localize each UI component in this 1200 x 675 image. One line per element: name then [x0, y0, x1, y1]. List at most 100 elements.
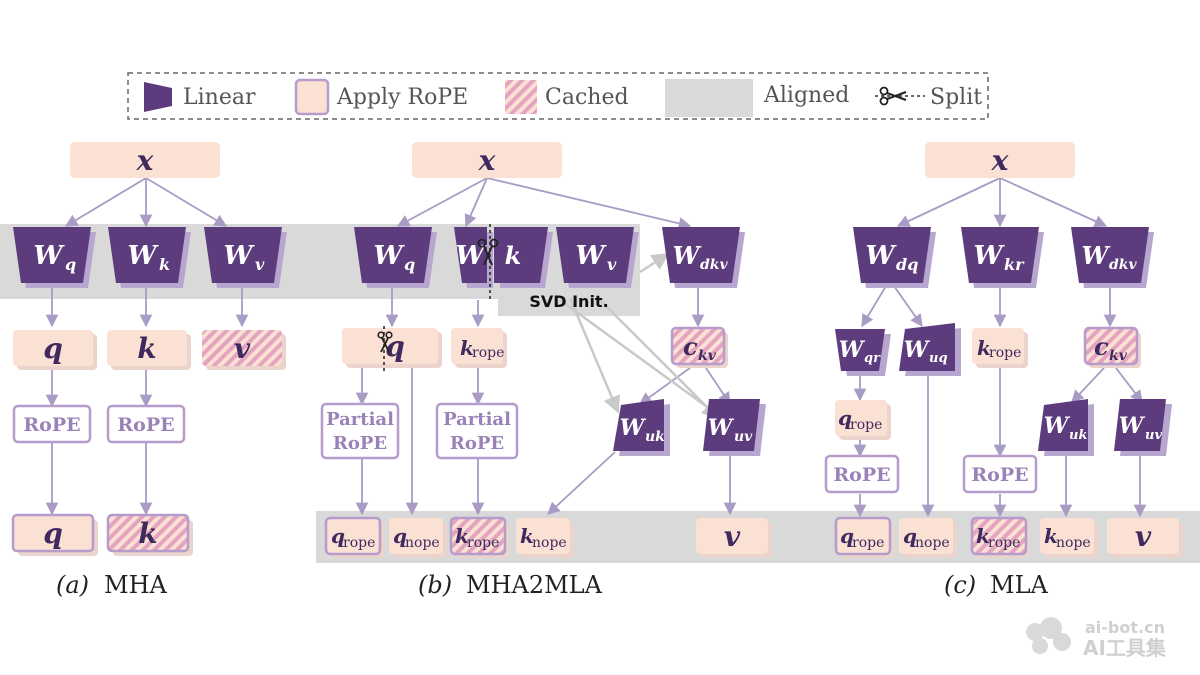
mla-wqr-w: W [839, 337, 866, 363]
mha2mla-wk-sub: k [505, 241, 522, 270]
mha-x-label: x [136, 144, 154, 177]
mha-q-label: q [43, 332, 63, 365]
mha2mla-caption: MHA2MLA [466, 571, 603, 599]
mha2mla-knope-out [516, 518, 570, 554]
mla-rope-k-label: RoPE [971, 464, 1028, 486]
mha-rope-k [106, 404, 186, 444]
mla-krope-k: k [977, 336, 991, 360]
mha2mla-krope-sub: rope [472, 345, 504, 361]
legend-aligned-label: Aligned [763, 83, 849, 108]
mla-wdkv-linear: W dkv [1071, 227, 1154, 288]
mla-wuv-linear: W uv [1114, 399, 1172, 456]
scissors-icon [875, 86, 925, 106]
mha2mla-input-x [412, 142, 562, 178]
mha2mla-prope1-a: Partial [326, 409, 394, 430]
mha2mla-knope-k: k [520, 524, 534, 548]
watermark: ai-bot.cn AI工具集 [1026, 617, 1167, 660]
mla-caption: MLA [990, 571, 1049, 599]
mla-wuv-sub: uv [1145, 428, 1162, 443]
mla-qrope-out-q: q [840, 524, 854, 548]
mla-krope-box [972, 328, 1024, 364]
mla-qnope-out [899, 518, 953, 554]
mha2mla-x-label: x [478, 144, 496, 177]
mla-caption-letter: (c) [944, 571, 976, 599]
mha2mla-ckv-sub: kv [698, 348, 717, 364]
watermark-line1: ai-bot.cn [1085, 618, 1165, 637]
legend-rope-label: Apply RoPE [336, 85, 468, 110]
mla-knope-out [1040, 518, 1094, 554]
scissors-icon [377, 331, 393, 353]
mha2mla-caption-letter: (b) [418, 571, 452, 599]
mha-wv-sub: v [255, 255, 265, 274]
linear-legend-swatch [144, 82, 172, 112]
mha-k-out-cached [106, 513, 190, 553]
mha-wv-w: W [223, 241, 255, 271]
mha-rope-q-label: RoPE [23, 414, 80, 436]
mha2mla-prope2-b: RoPE [450, 433, 504, 454]
mla-wqr-linear: W qr [835, 329, 891, 376]
mla-panel: x W dq W kr W dkv W qr W [824, 142, 1183, 599]
mla-wuq-sub: uq [929, 351, 948, 366]
mha2mla-panel: x W q W k W v [320, 142, 772, 599]
legend: Linear Apply RoPE Cached Aligned Split [127, 72, 989, 120]
mha-v-box-cached [202, 330, 282, 366]
mha2mla-krope-out-cached [449, 516, 507, 556]
mla-ckv-cached [1083, 326, 1139, 366]
mha2mla-qnope-out [389, 518, 443, 554]
mha-wq-linear: W q [13, 227, 96, 288]
mha2mla-wdkv-sub: dkv [700, 257, 728, 273]
mha-k-out-label: k [138, 517, 157, 550]
mla-wuv-w: W [1119, 413, 1146, 439]
mla-ckv-c: c [1094, 332, 1109, 361]
mla-wuq-w: W [904, 337, 931, 363]
mha2mla-qrope-q: q [331, 524, 345, 548]
mla-v-out-label: v [1135, 520, 1152, 553]
legend-split-label: Split [930, 85, 982, 110]
mla-wuk-sub: uk [1069, 428, 1087, 443]
mla-rope-q-label: RoPE [833, 464, 890, 486]
mha2mla-ckv-c: c [683, 332, 698, 361]
mha2mla-qnope-q: q [393, 524, 407, 548]
mha2mla-v-out-label: v [724, 520, 741, 553]
mha2mla-wuk-w: W [620, 415, 647, 441]
mha2mla-wv-w: W [575, 241, 607, 271]
mha2mla-wuv-w: W [708, 415, 735, 441]
mha2mla-qrope-sub: rope [343, 535, 375, 551]
mha2mla-wuk-linear: W uk [613, 399, 670, 456]
mla-knope-out-k: k [1044, 524, 1058, 548]
mha2mla-krope-box [451, 328, 503, 364]
mla-wuk-w: W [1044, 413, 1071, 439]
svd-init-label: SVD Init. [529, 292, 608, 311]
mha-v-label: v [234, 332, 251, 365]
mla-wdq-sub: dq [896, 255, 918, 274]
mha-q-out-label: q [43, 517, 63, 550]
mha2mla-v-out [696, 518, 768, 554]
mla-v-out [1107, 518, 1179, 554]
mla-wqr-sub: qr [864, 351, 881, 366]
mha2mla-wq-w: W [373, 241, 405, 271]
mha-wk-w: W [127, 241, 159, 271]
mha2mla-partial-rope-q [320, 402, 400, 460]
mha2mla-wv-sub: v [607, 255, 617, 274]
mha2mla-wq-sub: q [404, 255, 415, 274]
mha-rope-k-label: RoPE [117, 414, 174, 436]
mha2mla-ckv-cached [670, 326, 726, 366]
mha-k-label: k [137, 332, 156, 365]
mha2mla-qrope-out [324, 516, 382, 556]
mla-rope-q [824, 454, 900, 494]
watermark-logo-icon [1026, 617, 1071, 654]
mha2mla-wuv-linear: W uv [703, 399, 766, 456]
mla-x-label: x [991, 144, 1009, 177]
cached-legend-swatch [505, 80, 537, 114]
mha-wv-linear: W v [204, 227, 287, 288]
mla-wuq-linear: W uq [899, 323, 961, 376]
legend-cached-label: Cached [545, 85, 629, 110]
mha2mla-partial-rope-k [435, 402, 519, 460]
mha-wk-linear: W k [108, 227, 191, 288]
legend-border [127, 72, 989, 120]
mha2mla-wdkv-w: W [673, 241, 702, 270]
mha-caption-letter: (a) [56, 571, 89, 599]
mla-wdkv-sub: dkv [1109, 257, 1137, 273]
mla-qnope-out-sub: nope [915, 535, 950, 551]
